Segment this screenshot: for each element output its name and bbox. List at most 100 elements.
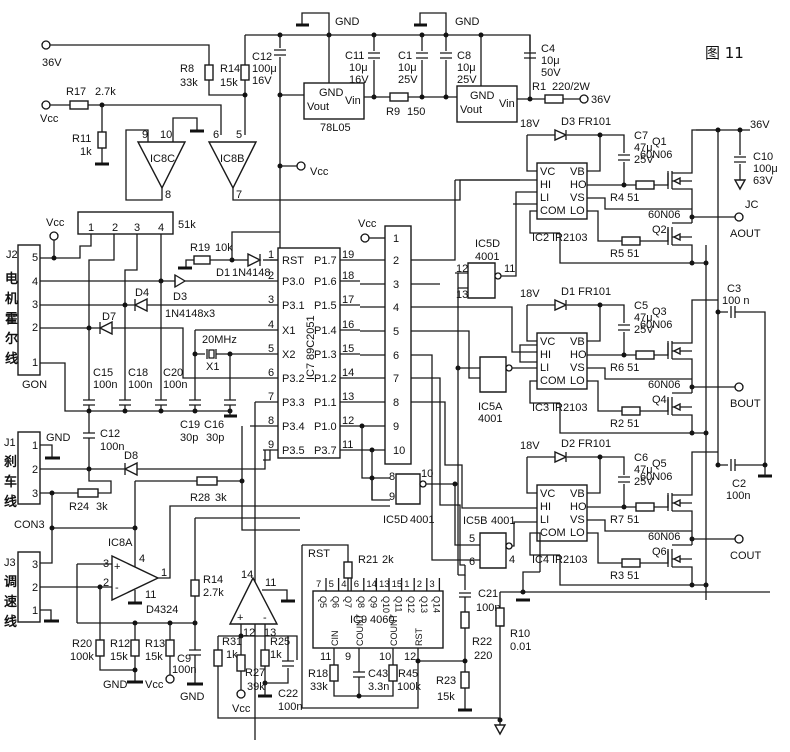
value-r23: 15k: [437, 691, 455, 703]
ic9-output-q5: Q5: [318, 596, 328, 608]
mcu-pin-p1.2: P1.2: [314, 373, 337, 385]
resistor-r12: [130, 639, 140, 657]
mcu-pin-p1.1: P1.1: [314, 397, 337, 409]
terminal-vcc-r17[interactable]: [41, 100, 51, 110]
label-4001-a: 4001: [478, 413, 502, 425]
label-c3: C3: [727, 283, 741, 295]
resistor-gate-low: [621, 558, 641, 568]
pin-ic8d-12: 12: [243, 627, 255, 639]
label-c15: C15: [93, 367, 113, 379]
value-r12: 15k: [110, 651, 128, 663]
label-78l05: 78L05: [320, 122, 351, 134]
pin-7818-gnd: GND: [470, 90, 495, 102]
label-36v-right: 36V: [750, 119, 770, 131]
nor-gate-ic5a: [479, 356, 507, 393]
regulator-78l05: [303, 82, 365, 120]
terminal-vcc-main[interactable]: [296, 161, 306, 171]
label-4001-b: 4001: [491, 515, 515, 527]
label-gate-resistor-low: R2 51: [610, 418, 639, 430]
terminal-cout[interactable]: [734, 534, 744, 544]
mcu-pin-p3.3: P3.3: [282, 397, 305, 409]
pin-rpack-3: 3: [134, 222, 140, 234]
label-4060: 4060: [370, 614, 394, 626]
voltage-c12-top: 16V: [252, 75, 272, 87]
header-pin-6: 6: [393, 350, 399, 362]
svg-text:线: 线: [4, 494, 17, 510]
mcu-pin-num-18: 18: [342, 270, 354, 282]
label-r27: R27: [245, 667, 265, 679]
resistor-r14-bottom: [190, 579, 200, 597]
mcu-pin-p3.2: P3.2: [282, 373, 305, 385]
label-18v: 18V: [520, 288, 540, 300]
resistor-r24: [77, 488, 99, 498]
resistor-r11: [97, 131, 107, 149]
resistor-r8: [204, 64, 214, 81]
label-ic8a: IC8A: [108, 537, 133, 549]
terminal-36v[interactable]: [41, 40, 51, 50]
mcu-pin-p1.5: P1.5: [314, 300, 337, 312]
mcu-pin-rst: RST: [282, 255, 304, 267]
ic9-pin-7: 7: [316, 579, 321, 590]
label-bootstrap-diode: D1 FR101: [561, 286, 611, 298]
value-c10: 100μ: [753, 163, 778, 175]
pin-7818-vin: Vin: [499, 98, 515, 110]
terminal-aout[interactable]: [734, 212, 744, 222]
mcu-pin-p3.4: P3.4: [282, 421, 305, 433]
terminal-vcc-r13[interactable]: [165, 674, 175, 684]
label-c4: C4: [541, 43, 555, 55]
label-r31: R31: [222, 636, 242, 648]
label-r23: R23: [436, 675, 456, 687]
driver-pin-li: LI: [540, 362, 549, 374]
resistor-gate-high: [635, 180, 655, 190]
value-r27: 39k: [247, 681, 265, 693]
label-gon: GON: [22, 379, 47, 391]
label-c43: C43: [368, 668, 388, 680]
nor-gate-ic5d-top: [467, 262, 496, 299]
label-gate-resistor-low: R3 51: [610, 570, 639, 582]
svg-text:车: 车: [4, 474, 17, 490]
ic9-output-q6: Q6: [331, 596, 341, 608]
resistor-r19: [193, 255, 211, 265]
resistor-gate-low: [621, 406, 641, 416]
ic9-pin-15: 15: [392, 579, 403, 590]
label-ic9: IC9: [350, 614, 367, 626]
ic7-body: [277, 247, 341, 459]
mcu-pin-num-17: 17: [342, 294, 354, 306]
value-c21: 100n: [476, 602, 500, 614]
driver-pin-vs: VS: [570, 362, 585, 374]
pin-j2-4: 4: [32, 276, 38, 288]
label-mosfet-high: Q1: [652, 136, 667, 148]
label-j2-name: 电 机 霍 尔 线: [5, 271, 18, 367]
mcu-pin-num-11: 11: [342, 439, 353, 451]
terminal-bout[interactable]: [734, 382, 744, 392]
resistor-gate-high: [635, 350, 655, 360]
terminal-vcc-j2[interactable]: [49, 231, 59, 241]
label-jc: JC: [745, 199, 759, 211]
resistor-r14-top: [240, 64, 250, 81]
terminal-vcc-r27[interactable]: [236, 689, 246, 699]
label-18v: 18V: [520, 118, 540, 130]
resistor-r10: [495, 607, 505, 627]
label-bootstrap-diode: D3 FR101: [561, 116, 611, 128]
terminal-vcc-header[interactable]: [360, 233, 370, 243]
label-r19: R19: [190, 242, 210, 254]
driver-pin-vb: VB: [570, 166, 585, 178]
label-ic8c: IC8C: [150, 153, 175, 165]
label-c2: C2: [732, 478, 746, 490]
terminal-36v-r1[interactable]: [579, 94, 589, 104]
value-r25: 1k: [270, 649, 282, 661]
label-ic5b: IC5B: [463, 515, 487, 527]
resistor-r21: [343, 561, 353, 579]
opamp-ic8b: [207, 141, 258, 190]
pin-j3-2: 2: [32, 582, 38, 594]
mcu-pin-num-7: 7: [268, 391, 274, 403]
svg-text:调: 调: [4, 575, 17, 590]
ic9-pin-2: 2: [417, 579, 422, 590]
label-1n4148x3: 1N4148x3: [165, 308, 215, 320]
value-bootstrap-cap: 47μ: [634, 142, 653, 154]
label-r8: R8: [180, 63, 194, 75]
mcu-pin-p3.1: P3.1: [282, 300, 305, 312]
ic9-pin-6: 6: [354, 579, 359, 590]
mcu-pin-p1.7: P1.7: [314, 255, 337, 267]
